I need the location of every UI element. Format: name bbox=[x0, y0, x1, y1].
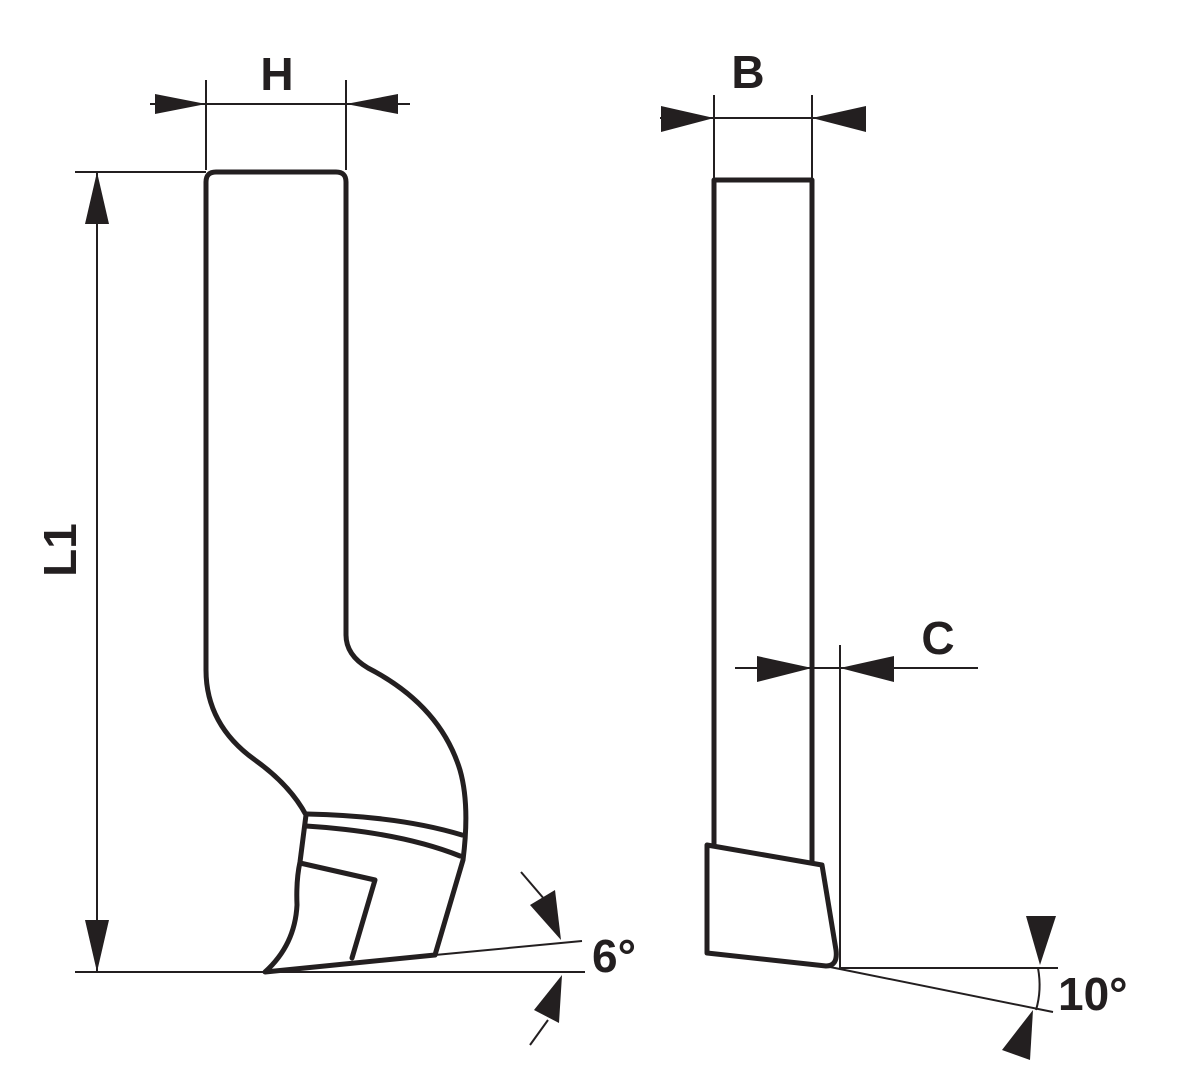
angle10-arrow-top-icon bbox=[1026, 916, 1056, 965]
c-label: C bbox=[921, 612, 954, 664]
h-arrow-right-icon bbox=[346, 94, 398, 114]
rake-line bbox=[434, 940, 583, 956]
angle6-arrow-top-icon bbox=[530, 890, 561, 940]
h-arrow-left-icon bbox=[155, 94, 206, 114]
b-arrow-right-icon bbox=[812, 106, 866, 132]
front-view: H L1 6° bbox=[34, 48, 636, 1046]
shank-outline bbox=[711, 177, 815, 865]
angle10-arrow-bottom-icon bbox=[1002, 1010, 1033, 1060]
insert-outline bbox=[704, 842, 839, 969]
side-view: 10° B C bbox=[660, 46, 1128, 1060]
insert-face bbox=[297, 860, 378, 961]
l1-label: L1 bbox=[34, 523, 86, 577]
angle10-arc bbox=[1035, 967, 1041, 1011]
l1-arrow-bottom-icon bbox=[85, 920, 109, 972]
angle10-label: 10° bbox=[1058, 968, 1128, 1020]
angle6-leader-top bbox=[520, 871, 546, 901]
angle6-leader-bottom bbox=[529, 1019, 549, 1046]
tool-body-outline bbox=[203, 169, 469, 975]
clearance-line bbox=[829, 966, 1054, 1013]
c-arrow-right-icon bbox=[840, 656, 894, 682]
c-arrow-left-icon bbox=[757, 656, 812, 682]
l1-arrow-top-icon bbox=[85, 172, 109, 224]
band-lower bbox=[303, 823, 463, 859]
h-label: H bbox=[260, 48, 293, 100]
band-upper bbox=[304, 811, 465, 838]
angle6-label: 6° bbox=[592, 930, 636, 982]
b-arrow-left-icon bbox=[661, 106, 714, 132]
b-label: B bbox=[731, 46, 764, 98]
angle6-arrow-bottom-icon bbox=[534, 975, 562, 1023]
